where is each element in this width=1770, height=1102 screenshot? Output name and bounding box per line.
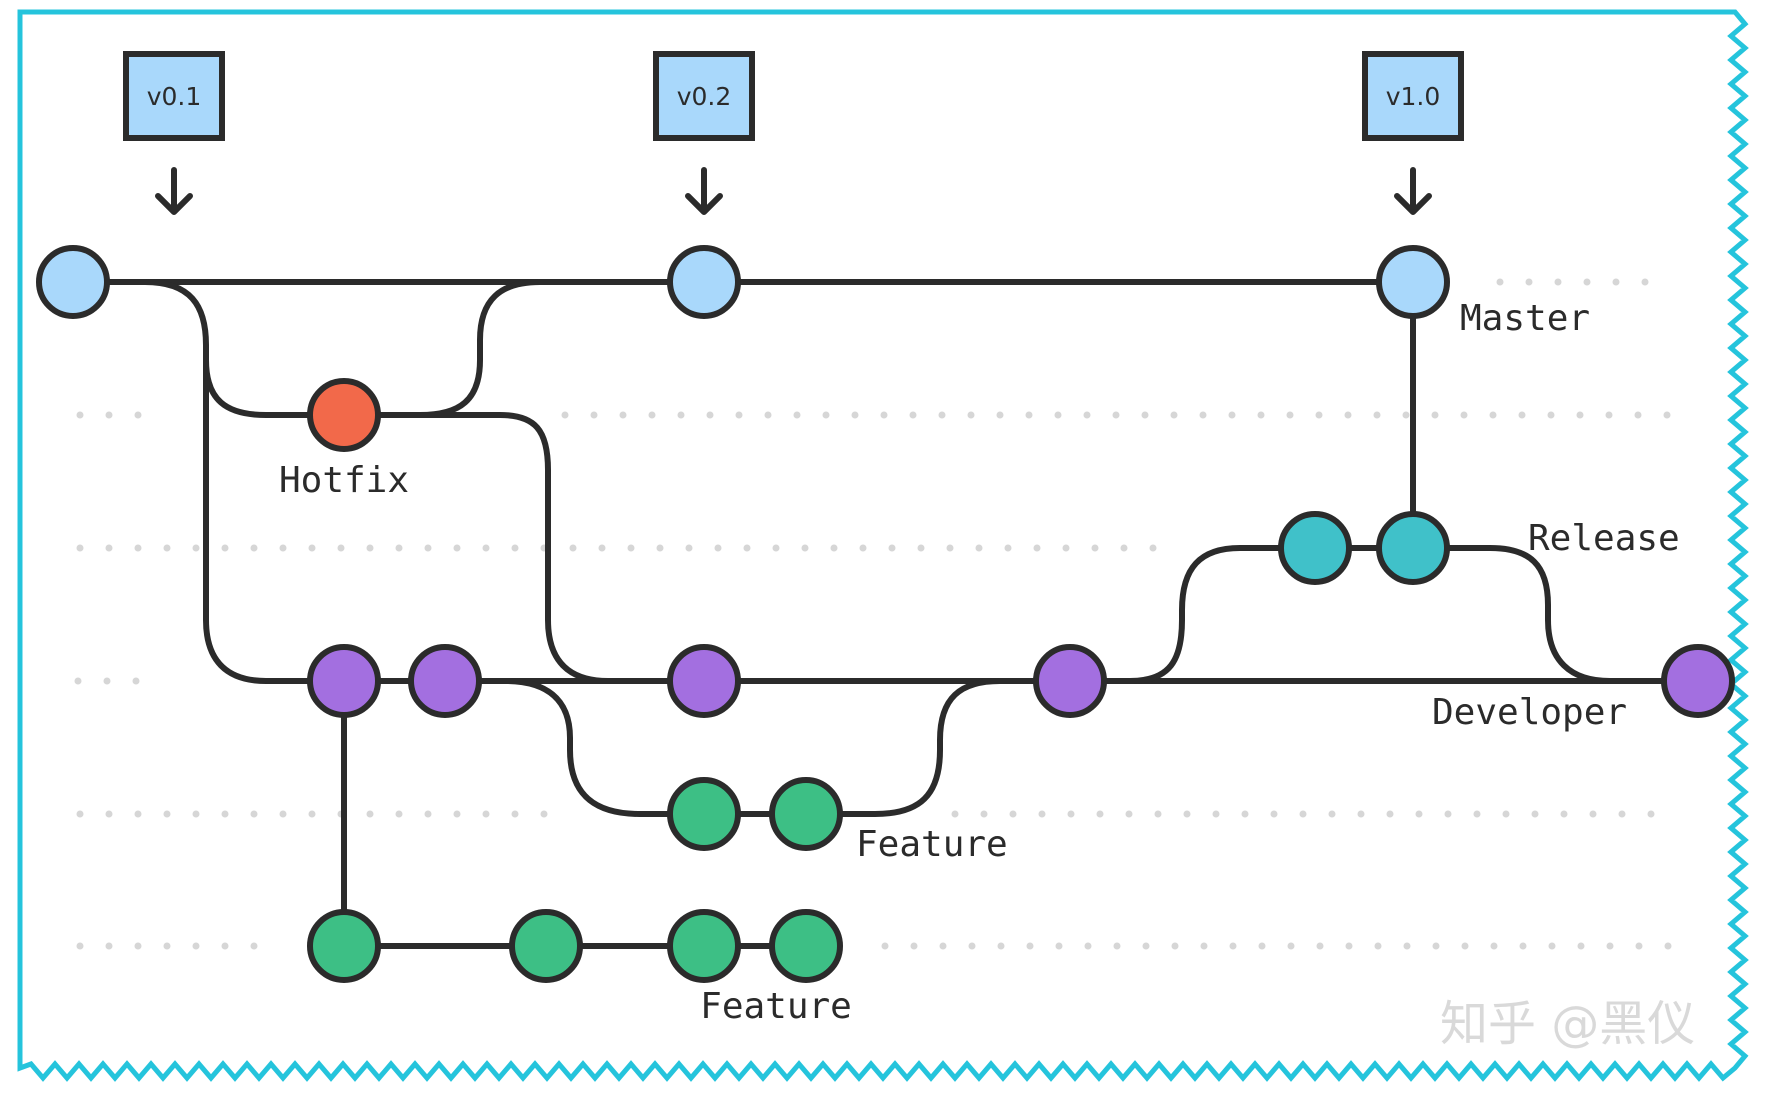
branch-label-release: Release (1528, 518, 1680, 559)
branch-label-feature: Feature (856, 824, 1008, 865)
commits (36, 245, 1735, 983)
lane-guides (74, 278, 1674, 950)
tag-arrows (155, 167, 1432, 215)
developer-commit (408, 644, 482, 718)
feature-commit (509, 909, 583, 983)
release-to-developer-merge (1413, 545, 1700, 684)
branch-label-master: Master (1460, 298, 1590, 339)
release-commit (1278, 511, 1352, 585)
tag-v0-1: v0.1 (123, 51, 225, 141)
release-branch-edge (1070, 545, 1315, 684)
hotfix-to-developer-merge (344, 412, 704, 684)
tag-box (653, 51, 755, 141)
developer-commit (1033, 644, 1107, 718)
tag-label: v0.2 (677, 82, 732, 111)
tag-v1-0: v1.0 (1362, 51, 1464, 141)
feature-commit (769, 909, 843, 983)
tag-label: v0.1 (147, 82, 202, 111)
developer-commit (1661, 644, 1735, 718)
feature1-branch-edge (445, 678, 704, 817)
feature-commit (307, 909, 381, 983)
feature1-merge-edge (806, 678, 1070, 817)
tag-label: v1.0 (1386, 82, 1441, 111)
arrow-down-icon (155, 167, 193, 215)
tag-v0-2: v0.2 (653, 51, 755, 141)
branch-label-feature: Feature (700, 986, 852, 1027)
master-commit (1376, 245, 1450, 319)
developer-commit (307, 644, 381, 718)
tag-box (123, 51, 225, 141)
master-commit (36, 245, 110, 319)
watermark: 知乎 @黑仪 (1440, 996, 1695, 1052)
branch-label-developer: Developer (1432, 692, 1627, 733)
developer-commit (667, 644, 741, 718)
developer-branch-edge (203, 345, 344, 684)
diagram-frame (17, 9, 1749, 1082)
tag-box (1362, 51, 1464, 141)
arrow-down-icon (685, 167, 723, 215)
master-commit (667, 245, 741, 319)
hotfix-commit (307, 378, 381, 452)
branch-label-hotfix: Hotfix (279, 460, 409, 501)
release-commit (1376, 511, 1450, 585)
feature-commit (769, 777, 843, 851)
feature-commit (667, 777, 741, 851)
feature-commit (667, 909, 741, 983)
arrow-down-icon (1394, 167, 1432, 215)
